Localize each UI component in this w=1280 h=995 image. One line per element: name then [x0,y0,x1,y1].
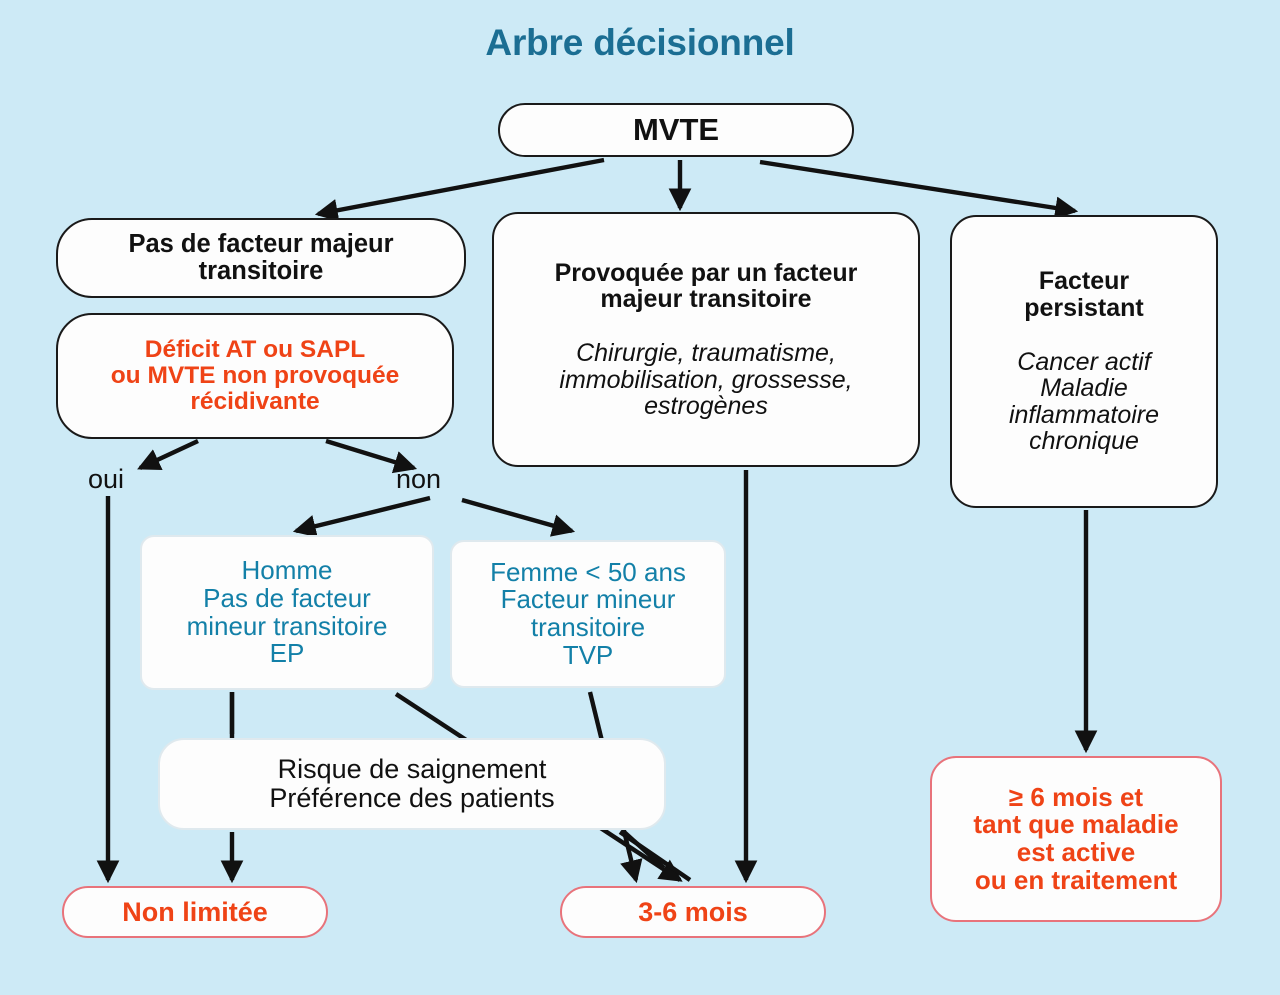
node-persistent-factor[interactable]: Facteur persistant Cancer actif Maladie … [950,215,1218,508]
node-unlimited-duration[interactable]: Non limitée [62,886,328,938]
node-line: Cancer actif [1017,347,1151,376]
edge-mvte-to-persistent [759,159,1079,220]
node-line: estrogènes [644,392,768,420]
node-woman-under-50-minor-factor-dvt[interactable]: Femme < 50 ans Facteur mineur transitoir… [450,540,726,688]
node-no-major-transient-factor[interactable]: Pas de facteur majeur transitoire [56,218,466,298]
node-line: Provoquée par un facteur [554,258,858,287]
node-line: est active [1016,837,1136,867]
node-line: Risque de saignement [277,754,547,785]
node-line: EP [269,638,305,669]
node-three-to-six-months[interactable]: 3-6 mois [560,886,826,938]
edge-non-to-man [292,495,431,538]
edge-non-to-woman [461,497,576,537]
node-line: Pas de facteur [203,582,371,613]
edge-mvte-to-nofactor [314,157,605,222]
node-line: persistant [1024,293,1144,322]
node-line: chronique [1029,427,1139,456]
node-line: immobilisation, grossesse, [559,365,853,394]
node-line: mineur transitoire [186,610,388,641]
node-line: Préférence des patients [269,783,555,813]
edge-label-yes: oui [88,464,125,494]
edge-label-no: non [396,464,442,494]
edge-bleeding-risk-to-3-6-months [618,830,692,882]
node-line: récidivante [190,387,320,415]
page-title: Arbre décisionnel [485,22,795,63]
edge-stub-risque-36 [620,828,666,870]
node-line: ou MVTE non provoquée [110,362,400,390]
node-deficit-at-sapl[interactable]: Déficit AT ou SAPL ou MVTE non provoquée… [56,313,454,439]
node-bleeding-risk-patient-preference[interactable]: Risque de saignement Préférence des pati… [158,738,666,830]
node-line: Pas de facteur majeur [128,229,394,258]
node-line: transitoire [530,612,646,642]
node-line: Homme [241,555,333,586]
node-line: Maladie [1040,374,1128,403]
node-six-months-plus-while-disease-active[interactable]: ≥ 6 mois et tant que maladie est active … [930,756,1222,922]
node-mvte[interactable]: MVTE [498,103,854,157]
node-line: inflammatoire [1008,400,1160,429]
node-line: Facteur mineur [500,584,676,615]
node-line: majeur transitoire [600,285,812,313]
node-line: 3-6 mois [638,896,748,927]
node-line: Non limitée [122,896,268,927]
node-line: ≥ 6 mois et [1008,781,1144,812]
node-man-no-minor-factor-pe[interactable]: Homme Pas de facteur mineur transitoire … [140,535,434,690]
edge-deficit-to-oui [137,439,199,471]
node-line: Déficit AT ou SAPL [144,336,366,364]
node-line: Chirurgie, traumatisme, [576,339,836,367]
node-line: transitoire [198,257,324,285]
node-line: TVP [562,639,614,670]
node-line: Femme < 50 ans [490,556,686,587]
node-line: tant que maladie [973,809,1179,840]
node-line: Facteur [1038,267,1130,296]
node-mvte-label: MVTE [632,111,720,147]
node-line: ou en traitement [974,864,1178,895]
node-provoked-by-major-transient-factor[interactable]: Provoquée par un facteur majeur transito… [492,212,920,467]
